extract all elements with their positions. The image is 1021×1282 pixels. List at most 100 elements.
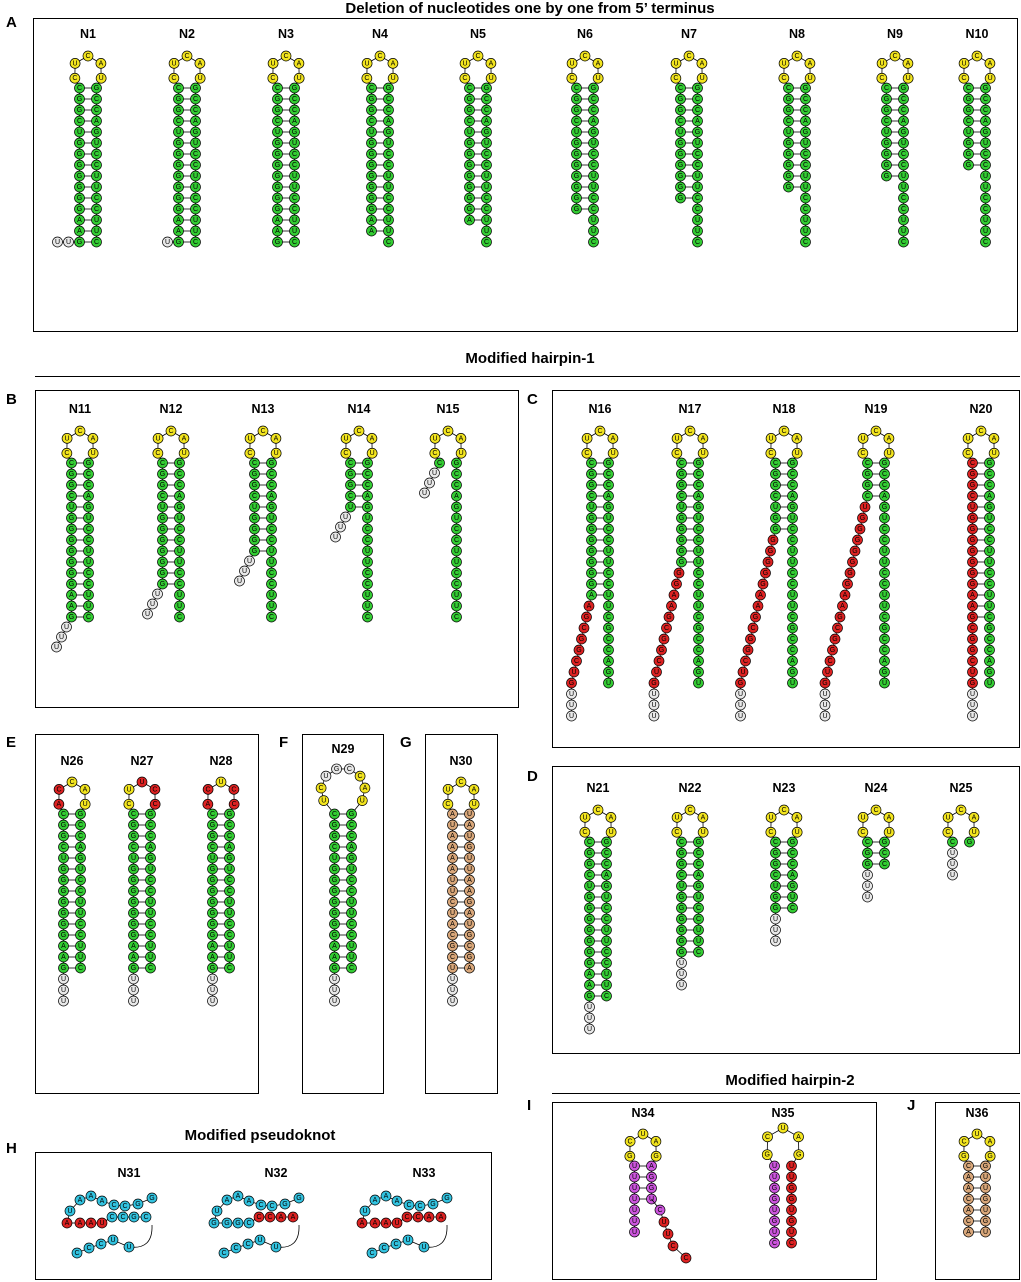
stem-nucleotide-letter: G [970,559,975,566]
stem-nucleotide [464,192,475,204]
stem-nucleotide [588,137,599,149]
tail-nucleotide-letter: U [165,239,170,246]
stem-nucleotide-letter: C [882,471,887,478]
pseudoknot-nucleotide-letter: C [98,1241,103,1248]
stem-nucleotide-letter: C [803,107,808,114]
loop-nucleotide-letter: U [182,450,187,457]
stem-nucleotide-letter: U [177,515,182,522]
stem-nucleotide-letter: A [790,658,795,665]
stem-nucleotide-letter: G [606,669,611,676]
loop-nucleotide-letter: A [57,801,62,808]
stem-nucleotide-letter: C [790,581,795,588]
stem-nucleotide-letter: G [606,504,611,511]
stem-nucleotide [464,214,475,226]
stem-nucleotide-letter: C [467,943,472,950]
stem-nucleotide [173,192,184,204]
stem-nucleotide-letter: C [695,206,700,213]
stem-nucleotide-letter: C [773,839,778,846]
loop-nucleotide [592,72,604,84]
stem-nucleotide-letter: C [882,526,887,533]
loop-nucleotide-letter: C [873,428,878,435]
stem-nucleotide-letter: G [61,822,66,829]
stem-nucleotide-letter: C [679,839,684,846]
stem-nucleotide-letter: C [606,636,611,643]
stem-nucleotide-letter: C [591,195,596,202]
stem-nucleotide [571,115,582,127]
tail-nucleotide-letter: U [155,591,160,598]
loop-nucleotide-letter: U [139,779,144,786]
stem-nucleotide-letter: U [386,217,391,224]
stem-nucleotide-letter: C [696,614,701,621]
tail-nucleotide-letter: U [587,1026,592,1033]
stem-nucleotide [190,159,201,171]
stem-nucleotide-letter: G [589,482,594,489]
stem-nucleotide [289,115,300,127]
stem-nucleotide-letter: A [227,844,232,851]
loop-nucleotide-letter: C [674,450,679,457]
stem-nucleotide-letter: U [177,603,182,610]
stem-nucleotide-letter: G [659,647,664,654]
tail-nucleotide-letter: U [55,239,60,246]
stem-nucleotide-letter: G [252,515,257,522]
molecule-label: N32 [265,1166,288,1180]
molecule-label: N18 [773,402,796,416]
stem-nucleotide-letter: C [148,965,153,972]
stem-nucleotide [190,225,201,237]
stem-nucleotide-letter: A [669,603,674,610]
stem-nucleotide [366,148,377,160]
stem-nucleotide-letter: G [61,833,66,840]
stem-nucleotide-letter: G [176,140,181,147]
panel-i-box [552,1102,877,1280]
stem-nucleotide-letter: C [292,151,297,158]
stem-nucleotide-letter: U [193,217,198,224]
stem-nucleotide-letter: G [131,921,136,928]
stem-nucleotide [190,126,201,138]
stem-nucleotide-letter: C [148,888,153,895]
stem-nucleotide-letter: G [61,866,66,873]
stem-nucleotide-letter: C [269,570,274,577]
stem-nucleotide-letter: G [160,526,165,533]
loop-nucleotide-letter: A [182,435,187,442]
stem-nucleotide-letter: C [193,239,198,246]
stem-nucleotide-letter: G [745,647,750,654]
hairpin2-title: Modified hairpin-2 [725,1072,855,1089]
molecule-label: N13 [252,402,275,416]
loop-nucleotide [361,72,373,84]
stem-nucleotide-letter: A [696,872,701,879]
stem-nucleotide-letter: C [696,850,701,857]
stem-nucleotide-letter: C [987,537,992,544]
stem-nucleotide-letter: C [696,570,701,577]
stem-nucleotide-letter: G [454,460,459,467]
stem-nucleotide-letter: C [901,107,906,114]
stem-nucleotide-letter: C [454,581,459,588]
stem-nucleotide-letter: C [606,471,611,478]
loop-nucleotide-letter: C [358,773,363,780]
stem-nucleotide-letter: G [176,184,181,191]
stem-nucleotide-letter: G [606,625,611,632]
stem-nucleotide [272,126,283,138]
stem-nucleotide-letter: U [983,1207,988,1214]
stem-nucleotide-letter: A [275,228,280,235]
stem-nucleotide-letter: U [803,140,808,147]
loop-nucleotide-letter: U [609,829,614,836]
stem-nucleotide-letter: C [349,888,354,895]
panel-label-c: C [527,391,538,408]
stem-nucleotide [91,181,102,193]
stem-nucleotide-letter: G [77,206,82,213]
molecule-label: N10 [966,27,989,41]
stem-nucleotide-letter: G [574,206,579,213]
molecule-label: N30 [450,754,473,768]
stem-nucleotide-letter: G [77,184,82,191]
stem-nucleotide-letter: U [78,899,83,906]
stem-nucleotide-letter: G [450,943,455,950]
stem-nucleotide-letter: G [193,129,198,136]
stem-nucleotide-letter: C [882,850,887,857]
tail-nucleotide-letter: U [210,976,215,983]
stem-nucleotide-letter: C [177,526,182,533]
stem-nucleotide-letter: C [78,932,83,939]
loop-nucleotide-letter: U [972,829,977,836]
stem-nucleotide-letter: C [591,96,596,103]
pseudoknot-nucleotide-letter: C [256,1214,261,1221]
